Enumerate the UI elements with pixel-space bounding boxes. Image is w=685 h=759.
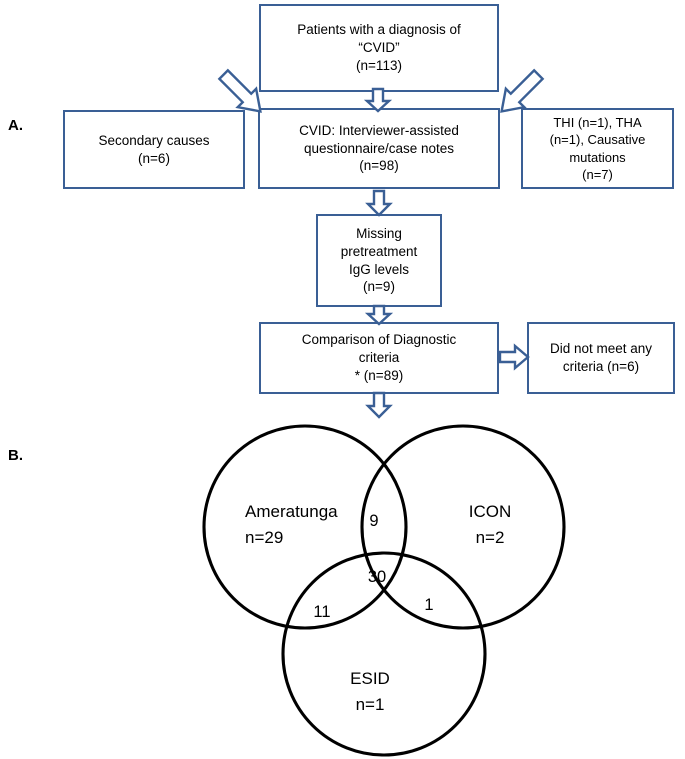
venn-intersection-ameratunga-esid: 11 — [313, 603, 330, 621]
panel-label-b: B. — [8, 447, 23, 464]
flow-box-missing-igg-text: Missing pretreatment IgG levels (n=9) — [340, 225, 418, 295]
venn-count-esid: n=1 — [356, 695, 385, 714]
venn-intersection-ameratunga-icon: 9 — [369, 512, 378, 530]
flow-box-missing-igg: Missing pretreatment IgG levels (n=9) — [316, 214, 442, 307]
venn-count-ameratunga: n=29 — [245, 528, 283, 547]
venn-circle-ameratunga — [202, 424, 408, 630]
flow-box-comparison-criteria: Comparison of Diagnostic criteria * (n=8… — [259, 322, 499, 394]
flow-box-did-not-meet-criteria: Did not meet any criteria (n=6) — [527, 322, 675, 394]
arrow-down-icon — [364, 304, 394, 326]
flow-box-secondary-causes-text: Secondary causes (n=6) — [98, 132, 210, 166]
flow-box-thi-tha-mutations-text: THI (n=1), THA (n=1), Causative mutation… — [549, 115, 646, 182]
venn-circle-esid — [281, 551, 487, 757]
arrow-down-left-icon — [217, 68, 262, 113]
venn-label-ameratunga: Ameratunga — [245, 502, 338, 521]
arrow-down-icon — [365, 189, 393, 217]
arrow-down-icon — [363, 87, 393, 113]
flow-box-comparison-criteria-text: Comparison of Diagnostic criteria * (n=8… — [301, 332, 457, 383]
venn-intersection-icon-esid: 1 — [424, 596, 433, 614]
venn-diagram: Ameratunga n=29 ICON n=2 ESID n=1 9 30 1… — [202, 424, 566, 757]
flow-box-total-patients-text: Patients with a diagnosis of “CVID” (n=1… — [297, 22, 461, 73]
venn-circle-icon — [360, 424, 566, 630]
panel-label-a: A. — [8, 117, 23, 134]
arrow-down-icon — [365, 391, 393, 419]
arrow-down-right-icon — [500, 68, 545, 113]
venn-label-esid: ESID — [350, 669, 390, 688]
flow-box-secondary-causes: Secondary causes (n=6) — [63, 110, 245, 189]
arrow-right-icon — [498, 343, 530, 371]
venn-label-icon: ICON — [469, 502, 512, 521]
flow-box-cvid-questionnaire: CVID: Interviewer-assisted questionnaire… — [258, 108, 500, 189]
venn-count-icon: n=2 — [476, 528, 505, 547]
flow-box-total-patients: Patients with a diagnosis of “CVID” (n=1… — [259, 4, 499, 92]
venn-intersection-all-three: 30 — [368, 568, 386, 586]
flow-box-cvid-questionnaire-text: CVID: Interviewer-assisted questionnaire… — [299, 122, 459, 174]
flow-box-did-not-meet-criteria-text: Did not meet any criteria (n=6) — [549, 341, 653, 374]
flow-box-thi-tha-mutations: THI (n=1), THA (n=1), Causative mutation… — [521, 108, 674, 189]
